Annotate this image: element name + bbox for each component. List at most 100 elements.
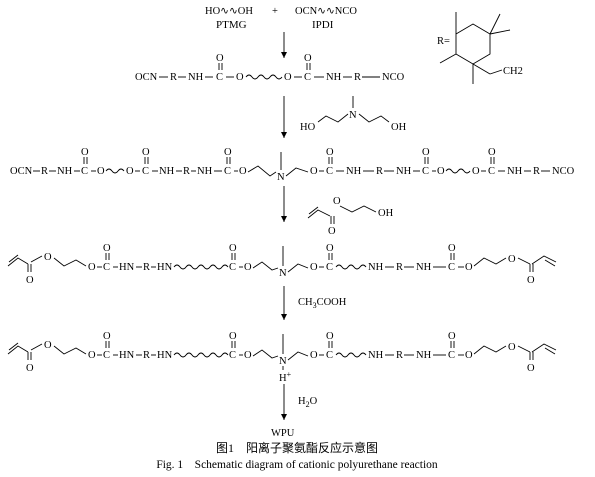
svg-text:C: C bbox=[326, 350, 333, 361]
protonated-salt: O O O C O HN R HN C O O N H+ O C O N bbox=[7, 331, 557, 384]
svg-text:C: C bbox=[103, 350, 110, 361]
svg-text:O: O bbox=[103, 243, 111, 254]
svg-text:C: C bbox=[488, 166, 495, 177]
ptmg-formula: HO∿∿OH bbox=[205, 6, 253, 17]
svg-text:O: O bbox=[527, 363, 535, 374]
svg-text:O: O bbox=[465, 350, 473, 361]
svg-text:C: C bbox=[304, 72, 311, 83]
svg-text:O: O bbox=[310, 166, 318, 177]
r-group-label: R= bbox=[437, 36, 450, 47]
svg-text:O: O bbox=[326, 331, 334, 342]
svg-text:O: O bbox=[284, 72, 292, 83]
svg-text:O: O bbox=[310, 350, 318, 361]
svg-text:R: R bbox=[183, 166, 190, 177]
svg-text:O: O bbox=[44, 340, 52, 351]
svg-text:C: C bbox=[326, 262, 333, 273]
svg-text:HN: HN bbox=[157, 262, 173, 273]
prepolymer: OCN R NH C O O O C O NH R NCO bbox=[135, 53, 405, 83]
svg-text:R: R bbox=[354, 72, 361, 83]
svg-text:O: O bbox=[508, 254, 516, 265]
svg-text:N: N bbox=[279, 356, 287, 367]
svg-text:NH: NH bbox=[326, 72, 342, 83]
svg-text:O: O bbox=[326, 243, 334, 254]
svg-text:OCN: OCN bbox=[10, 166, 33, 177]
svg-text:R: R bbox=[396, 262, 403, 273]
svg-text:O: O bbox=[328, 226, 336, 237]
svg-text:NH: NH bbox=[159, 166, 175, 177]
water-reagent: H2O bbox=[298, 396, 318, 409]
hea-reagent: O O OH bbox=[307, 196, 394, 237]
svg-text:NH: NH bbox=[368, 350, 384, 361]
svg-text:O: O bbox=[527, 275, 535, 286]
svg-text:NH: NH bbox=[507, 166, 523, 177]
svg-text:O: O bbox=[488, 147, 496, 158]
svg-text:OH: OH bbox=[391, 122, 407, 133]
svg-text:O: O bbox=[26, 275, 34, 286]
svg-text:O: O bbox=[97, 166, 105, 177]
svg-text:NCO: NCO bbox=[552, 166, 575, 177]
chain-extended-prepolymer: OCN R NH C O O O C O NH R NH C O O N bbox=[10, 147, 575, 183]
caption-chinese: 图1 阳离子聚氨酯反应示意图 bbox=[216, 440, 378, 455]
r-group-ch2: CH2 bbox=[503, 66, 523, 77]
svg-text:C: C bbox=[216, 72, 223, 83]
svg-text:HN: HN bbox=[119, 350, 135, 361]
acrylate-capped-intermediate: O O O C O HN R HN C O O N O C O NH R bbox=[7, 243, 557, 286]
svg-text:O: O bbox=[236, 72, 244, 83]
svg-text:O: O bbox=[216, 53, 224, 64]
svg-text:C: C bbox=[229, 262, 236, 273]
svg-text:NH: NH bbox=[396, 166, 412, 177]
svg-text:OH: OH bbox=[378, 208, 394, 219]
svg-text:N: N bbox=[349, 110, 357, 121]
svg-text:NH: NH bbox=[346, 166, 362, 177]
acid-reagent: CH3COOH bbox=[298, 297, 347, 310]
svg-text:O: O bbox=[310, 262, 318, 273]
svg-text:O: O bbox=[244, 350, 252, 361]
svg-text:O: O bbox=[81, 147, 89, 158]
r-group-structure: R= CH2 bbox=[437, 12, 523, 84]
svg-text:O: O bbox=[88, 350, 96, 361]
svg-text:NH: NH bbox=[416, 350, 432, 361]
svg-text:R: R bbox=[41, 166, 48, 177]
svg-text:C: C bbox=[103, 262, 110, 273]
svg-text:O: O bbox=[224, 147, 232, 158]
svg-text:O: O bbox=[229, 243, 237, 254]
svg-text:O: O bbox=[448, 331, 456, 342]
svg-text:O: O bbox=[508, 342, 516, 353]
svg-text:N: N bbox=[277, 172, 285, 183]
svg-text:O: O bbox=[437, 166, 445, 177]
plus-sign: + bbox=[272, 6, 278, 17]
product-wpu: WPU bbox=[271, 428, 295, 439]
svg-text:O: O bbox=[44, 252, 52, 263]
svg-text:O: O bbox=[126, 166, 134, 177]
svg-text:C: C bbox=[326, 166, 333, 177]
svg-text:O: O bbox=[465, 262, 473, 273]
prepolymer-ocn: OCN bbox=[135, 72, 158, 83]
reactants: HO∿∿OH + OCN∿∿NCO PTMG IPDI bbox=[205, 6, 357, 31]
caption-english: Fig. 1 Schematic diagram of cationic pol… bbox=[156, 459, 438, 471]
svg-text:HN: HN bbox=[157, 350, 173, 361]
ipdi-formula: OCN∿∿NCO bbox=[295, 6, 357, 17]
ptmg-label: PTMG bbox=[216, 19, 247, 31]
svg-text:NH: NH bbox=[188, 72, 204, 83]
prepolymer-nco: NCO bbox=[382, 72, 405, 83]
svg-text:N: N bbox=[279, 268, 287, 279]
ammonium-proton: H+ bbox=[279, 370, 292, 384]
svg-text:O: O bbox=[326, 147, 334, 158]
svg-text:O: O bbox=[472, 166, 480, 177]
svg-text:O: O bbox=[422, 147, 430, 158]
svg-text:R: R bbox=[376, 166, 383, 177]
svg-text:O: O bbox=[333, 196, 341, 207]
svg-text:O: O bbox=[103, 331, 111, 342]
mdea-reagent: N HO OH bbox=[300, 96, 407, 133]
svg-text:C: C bbox=[224, 166, 231, 177]
svg-text:R: R bbox=[396, 350, 403, 361]
svg-text:HO: HO bbox=[300, 122, 316, 133]
svg-text:C: C bbox=[229, 350, 236, 361]
svg-text:C: C bbox=[448, 350, 455, 361]
svg-text:C: C bbox=[142, 166, 149, 177]
svg-text:O: O bbox=[26, 363, 34, 374]
svg-text:O: O bbox=[448, 243, 456, 254]
svg-text:C: C bbox=[81, 166, 88, 177]
svg-text:O: O bbox=[142, 147, 150, 158]
